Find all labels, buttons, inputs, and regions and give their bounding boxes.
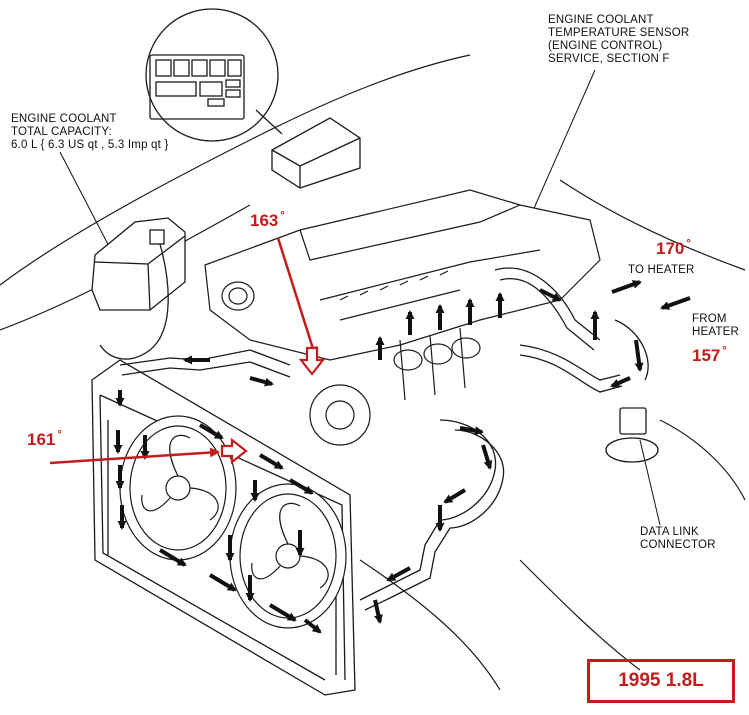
data-link-connector-label: DATA LINK CONNECTOR <box>640 526 716 551</box>
temperature-170: 170° <box>656 238 691 258</box>
temperature-161: 161° <box>27 429 62 449</box>
temperature-pointers <box>49 237 318 465</box>
hollow-red-arrows <box>220 346 326 465</box>
engine-bay-outline <box>0 54 746 691</box>
to-heater-label: TO HEATER <box>628 264 695 276</box>
temperature-163: 163° <box>250 210 285 230</box>
temperature-157: 157° <box>692 345 727 365</box>
engine-coolant-temp-sensor-label: ENGINE COOLANT TEMPERATURE SENSOR (ENGIN… <box>548 14 690 65</box>
model-year-badge: 1995 1.8L <box>587 659 735 703</box>
coolant-hoses <box>119 267 659 611</box>
flow-arrows <box>113 280 691 634</box>
from-heater-label: FROM HEATER <box>692 313 739 338</box>
coolant-capacity-label: ENGINE COOLANT TOTAL CAPACITY: 6.0 L { 6… <box>11 113 169 151</box>
coolant-reservoir <box>91 217 186 360</box>
fuse-box-inset <box>145 8 361 189</box>
